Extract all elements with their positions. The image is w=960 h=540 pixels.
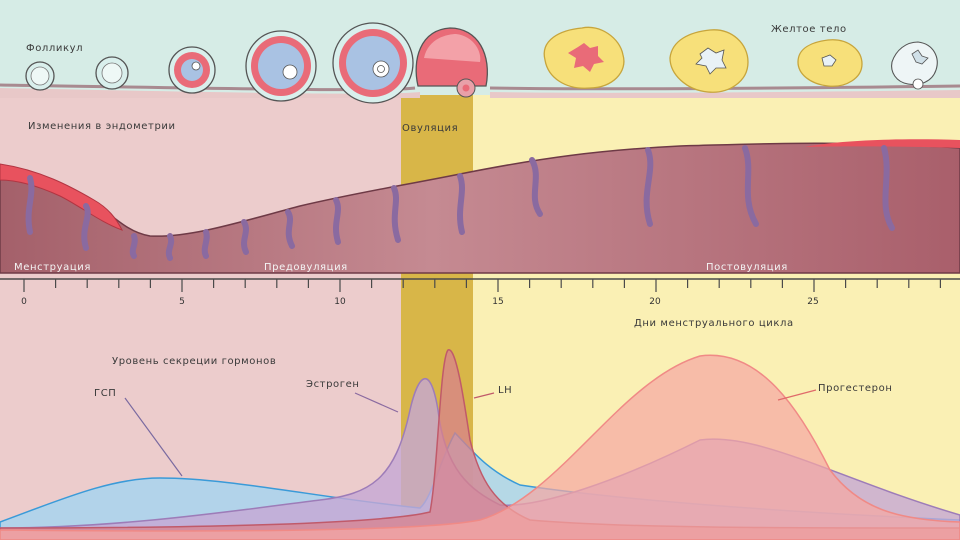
endometrial-glands: [25, 145, 895, 261]
lh-label: LH: [498, 385, 513, 396]
preovulation-label: Предовуляция: [264, 262, 348, 273]
ovary-lower-band: [0, 88, 960, 98]
day-tick-label: 5: [179, 297, 185, 307]
postovulation-label: Постовуляция: [706, 262, 788, 273]
preovulation-background: [0, 95, 401, 540]
progesterone-curve: [0, 354, 960, 540]
endometrium-label: Изменения в эндометрии: [28, 121, 176, 132]
follicle-stage-4: [245, 30, 317, 102]
day-tick-label: 15: [492, 297, 504, 307]
fsh-label: ГСП: [94, 388, 117, 399]
follicle-stage-5: [332, 22, 414, 104]
follicle-stage-1: [25, 61, 55, 91]
corpus-luteum-4: [891, 41, 938, 90]
day-tick-label: 25: [807, 297, 819, 307]
follicle-stage-3: [168, 46, 216, 94]
follicle-stage-2: [95, 56, 129, 90]
estrogen-label: Эстроген: [306, 379, 360, 390]
progesterone-label: Прогестерон: [818, 383, 893, 394]
late-blood-layer: [805, 139, 960, 148]
menstruation-label: Менструация: [14, 262, 91, 273]
day-tick-label: 10: [334, 297, 346, 307]
corpus-luteum-label: Желтое тело: [771, 24, 847, 35]
hormone-level-label: Уровень секреции гормонов: [112, 356, 277, 367]
ovulation-label: Овуляция: [402, 123, 459, 134]
corpus-luteum-3: [797, 39, 863, 87]
day-tick-label: 20: [649, 297, 661, 307]
follicle-rupture: [415, 27, 488, 98]
follicle-label: Фолликул: [26, 43, 84, 54]
corpus-luteum-2: [669, 29, 749, 93]
corpus-luteum-1: [543, 26, 625, 89]
label-leaders: [124, 389, 817, 477]
day-tick-label: 0: [21, 297, 27, 307]
day-axis-ticks: [23, 279, 942, 292]
cycle-days-label: Дни менструального цикла: [634, 318, 794, 329]
